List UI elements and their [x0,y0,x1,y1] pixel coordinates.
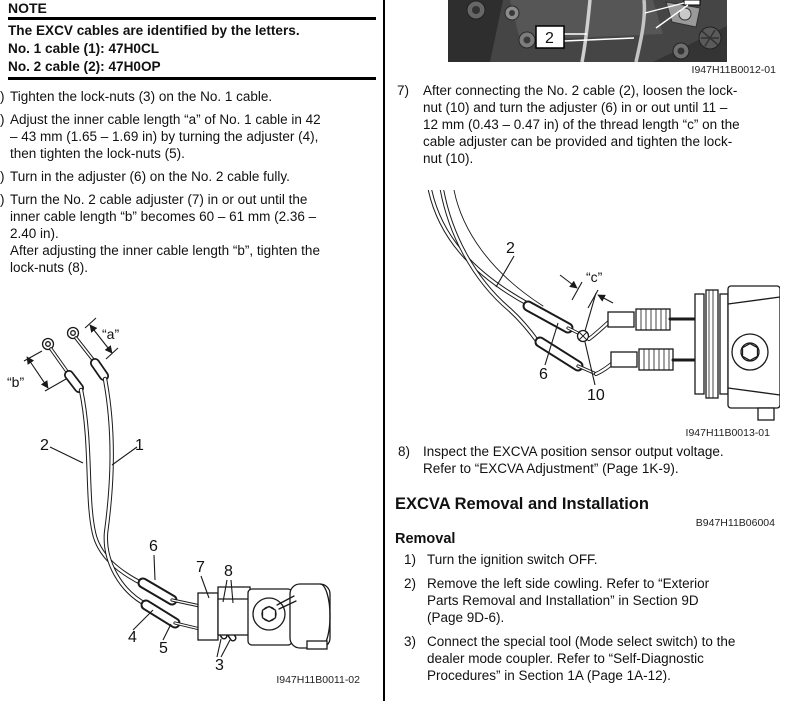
procedure-step: ) Adjust the inner cable length “a” of N… [0,111,382,162]
note-title: NOTE [8,0,47,16]
cable-adjuster-diagram: “a” “b” 2 1 6 7 8 4 5 3 [7,317,331,674]
section-heading: EXCVA Removal and Installation [395,495,649,513]
step-text: Turn in the adjuster (6) on the No. 2 ca… [10,169,290,184]
figure-caption: I947H11B0011-02 [276,674,360,686]
photo-label-2: 2 [545,30,554,47]
procedure-step: 3) Connect the special tool (Mode select… [404,633,784,684]
dimension-arrows [23,317,119,392]
figure-caption: I947H11B0012-01 [691,64,776,76]
engine-photo: 2 [448,0,727,62]
procedure-step: 1) Turn the ignition switch OFF. [404,551,784,568]
dim-a-label: “a” [102,326,119,342]
step-text: Tighten the lock-nuts (3) on the No. 1 c… [10,89,273,104]
removal-steps: 1) Turn the ignition switch OFF. 2) Remo… [404,551,784,691]
section-code: B947H11B06004 [695,517,775,529]
procedure-step: ) Tighten the lock-nuts (3) on the No. 1… [0,88,382,105]
step-marker: 8) [398,444,411,459]
thread-length-diagram: 2 “c” 6 10 [427,190,780,421]
adjustment-steps: ) Tighten the lock-nuts (3) on the No. 1… [0,88,382,282]
step-marker: 2) [404,576,417,591]
step-text: Turn the No. 2 cable adjuster (7) in or … [10,192,320,275]
figure-caption: I947H11B0013-01 [685,427,770,439]
callout-leaders [49,446,234,658]
section-subheading: Removal [395,531,456,547]
step-text: Remove the left side cowling. Refer to “… [427,576,710,625]
note-body: The EXCV cables are identified by the le… [8,23,300,74]
photo-label-cut [683,0,701,6]
callout-labels: “a” “b” 2 1 6 7 8 4 5 3 [7,326,233,674]
step-marker: ) [0,89,5,104]
callout-labels: 2 “c” 6 10 [506,240,605,404]
callout-7: 7 [196,559,205,576]
step-text: After connecting the No. 2 cable (2), lo… [423,83,740,166]
procedure-step: ) Turn the No. 2 cable adjuster (7) in o… [0,191,382,276]
callout-8: 8 [224,563,233,580]
step-marker: 3) [404,634,417,649]
note-rule-bottom [8,77,376,80]
callout-1: 1 [135,437,144,454]
callout-6: 6 [539,366,548,383]
step-marker: ) [0,169,5,184]
photo-art: 2 [448,0,727,62]
step-text: Inspect the EXCVA position sensor output… [423,444,724,476]
procedure-step: 8) Inspect the EXCVA position sensor out… [398,443,772,477]
callout-5: 5 [159,640,168,657]
callout-2: 2 [506,240,515,257]
step-marker: ) [0,112,5,127]
step-text: Adjust the inner cable length “a” of No.… [10,112,321,161]
step-marker: 7) [397,83,410,98]
step-text: Turn the ignition switch OFF. [427,552,598,567]
dimension-arrows [559,274,614,332]
column-divider [383,0,385,701]
step-marker: 1) [404,552,417,567]
callout-4: 4 [128,629,137,646]
right-column: 2 I947H11B0012-01 7) After connecting th… [384,0,786,701]
photo-leader-lines [563,33,635,42]
callout-leaders [495,255,596,386]
procedure-step: 7) After connecting the No. 2 cable (2),… [397,82,771,167]
callout-3: 3 [215,657,224,674]
step-marker: ) [0,192,5,207]
procedure-step: 2) Remove the left side cowling. Refer t… [404,575,784,626]
diagram-line-art [41,326,331,650]
diagram-line-art [427,190,780,421]
callout-2: 2 [40,437,49,454]
step-text: Connect the special tool (Mode select sw… [427,634,736,683]
note-rule-top [8,17,376,20]
callout-6: 6 [149,538,158,555]
dim-b-label: “b” [7,374,24,390]
photo-label-box [535,25,565,49]
procedure-step: ) Turn in the adjuster (6) on the No. 2 … [0,168,382,185]
dim-c-label: “c” [586,269,603,285]
callout-10: 10 [587,387,605,404]
